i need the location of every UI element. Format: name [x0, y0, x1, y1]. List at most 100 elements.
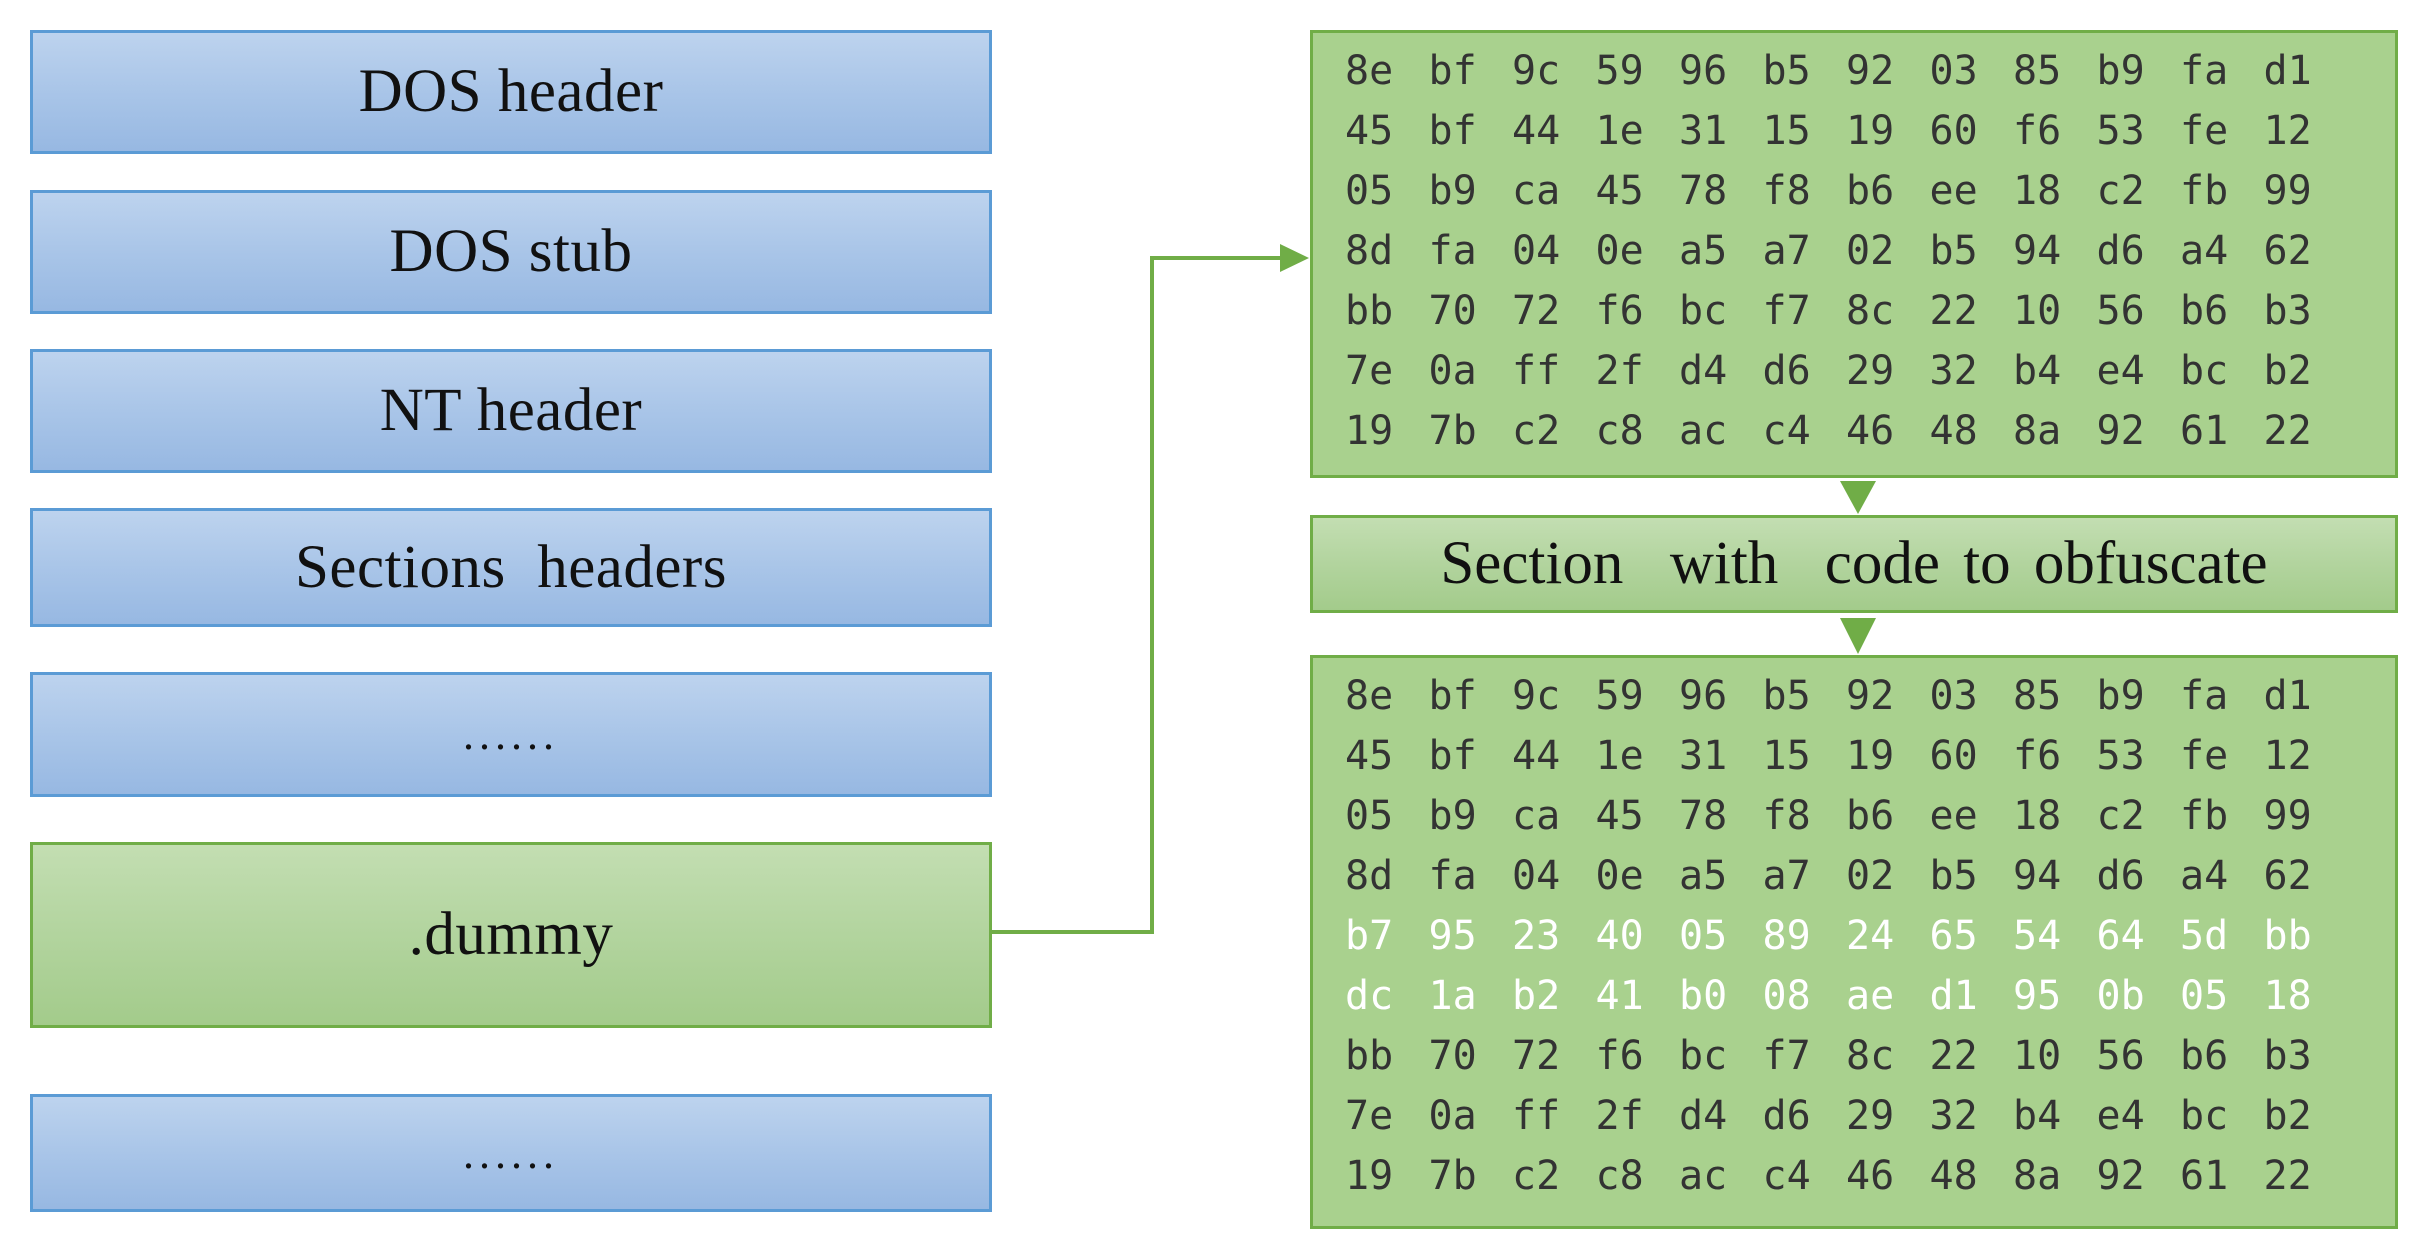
hex-byte: d6 — [2096, 228, 2145, 274]
hex-byte: 70 — [1428, 1033, 1477, 1079]
hex-byte: 8c — [1846, 288, 1895, 334]
hex-byte: fa — [1428, 228, 1477, 274]
hex-byte: a4 — [2180, 853, 2229, 899]
hex-byte: 89 — [1762, 913, 1811, 959]
ellipsis-block-1: ...... — [30, 672, 992, 797]
hex-byte: 45 — [1345, 733, 1394, 779]
hex-byte: 23 — [1512, 913, 1561, 959]
hex-byte: bc — [2180, 348, 2229, 394]
hex-byte: bb — [2263, 913, 2312, 959]
hex-byte: b6 — [2180, 1033, 2229, 1079]
hex-byte: bf — [1428, 108, 1477, 154]
hex-byte: 62 — [2263, 853, 2312, 899]
hex-byte: b7 — [1345, 913, 1394, 959]
dummy-section-label: .dummy — [408, 901, 614, 968]
hex-byte: 61 — [2180, 408, 2229, 454]
hex-byte: b2 — [1512, 973, 1561, 1019]
hex-byte: 92 — [1846, 48, 1895, 94]
hex-byte: d6 — [1762, 1093, 1811, 1139]
hex-byte: 48 — [1929, 1153, 1978, 1199]
hex-byte: 12 — [2263, 733, 2312, 779]
hex-byte: 02 — [1846, 228, 1895, 274]
hex-byte: 04 — [1512, 853, 1561, 899]
hex-byte: f7 — [1762, 288, 1811, 334]
section-label-box: Section with code to obfuscate — [1310, 515, 2398, 613]
hex-byte: 7e — [1345, 348, 1394, 394]
hex-byte: 19 — [1345, 408, 1394, 454]
hex-byte: 46 — [1846, 408, 1895, 454]
hex-byte: 5d — [2180, 913, 2229, 959]
dummy-to-bytes-connector — [992, 256, 1282, 934]
hex-byte: 85 — [2013, 48, 2062, 94]
hex-byte: 29 — [1846, 348, 1895, 394]
hex-byte: 0a — [1428, 1093, 1477, 1139]
hex-byte: 9c — [1512, 673, 1561, 719]
hex-byte: bf — [1428, 673, 1477, 719]
hex-byte: f6 — [2013, 733, 2062, 779]
hex-byte: 2f — [1595, 348, 1644, 394]
hex-byte: 62 — [2263, 228, 2312, 274]
hex-byte: 31 — [1679, 108, 1728, 154]
hex-byte: 08 — [1762, 973, 1811, 1019]
hex-byte: 18 — [2013, 793, 2062, 839]
dos-stub-block: DOS stub — [30, 190, 992, 314]
hex-byte: 40 — [1595, 913, 1644, 959]
hex-byte: 1a — [1428, 973, 1477, 1019]
hex-byte: f8 — [1762, 793, 1811, 839]
hex-byte: 18 — [2013, 168, 2062, 214]
hex-byte: bb — [1345, 288, 1394, 334]
nt-header-label: NT header — [379, 377, 643, 444]
hex-byte: 15 — [1762, 108, 1811, 154]
hex-byte: b2 — [2263, 1093, 2312, 1139]
hex-byte: 44 — [1512, 108, 1561, 154]
hex-byte: f6 — [1595, 1033, 1644, 1079]
hex-byte: 19 — [1846, 108, 1895, 154]
sections-headers-block: Sections headers — [30, 508, 992, 627]
hex-byte: a7 — [1762, 228, 1811, 274]
hex-byte: 99 — [2263, 793, 2312, 839]
hex-byte: d6 — [2096, 853, 2145, 899]
hex-byte: 05 — [2180, 973, 2229, 1019]
hex-byte: b4 — [2013, 1093, 2062, 1139]
hex-byte: 0e — [1595, 853, 1644, 899]
hex-byte: d6 — [1762, 348, 1811, 394]
hex-byte: f6 — [2013, 108, 2062, 154]
hex-byte: 2f — [1595, 1093, 1644, 1139]
hex-byte: b5 — [1929, 853, 1978, 899]
ellipsis-label-1: ...... — [463, 710, 559, 759]
hex-byte: bb — [1345, 1033, 1394, 1079]
hex-byte: bc — [1679, 288, 1728, 334]
hex-byte: 22 — [1929, 1033, 1978, 1079]
hex-byte: 92 — [1846, 673, 1895, 719]
hex-byte: b5 — [1762, 48, 1811, 94]
hex-byte: 8d — [1345, 228, 1394, 274]
hex-byte: 8e — [1345, 673, 1394, 719]
hex-byte: 03 — [1929, 673, 1978, 719]
hex-byte: d1 — [1929, 973, 1978, 1019]
hex-byte: a4 — [2180, 228, 2229, 274]
hex-byte: 41 — [1595, 973, 1644, 1019]
hex-byte: 02 — [1846, 853, 1895, 899]
hex-byte: ff — [1512, 1093, 1561, 1139]
hex-byte: d4 — [1679, 1093, 1728, 1139]
hex-byte: 19 — [1846, 733, 1895, 779]
hex-byte: 10 — [2013, 288, 2062, 334]
hex-byte: ca — [1512, 793, 1561, 839]
hex-byte: 92 — [2096, 1153, 2145, 1199]
hex-byte: 45 — [1595, 168, 1644, 214]
hex-byte: fa — [2180, 48, 2229, 94]
hex-byte: c2 — [1512, 1153, 1561, 1199]
hex-byte: d1 — [2263, 673, 2312, 719]
hex-byte: b3 — [2263, 1033, 2312, 1079]
ellipsis-label-2: ...... — [463, 1128, 559, 1178]
hex-byte: 60 — [1929, 733, 1978, 779]
hex-byte: 56 — [2096, 1033, 2145, 1079]
hex-byte: f8 — [1762, 168, 1811, 214]
hex-byte: a7 — [1762, 853, 1811, 899]
